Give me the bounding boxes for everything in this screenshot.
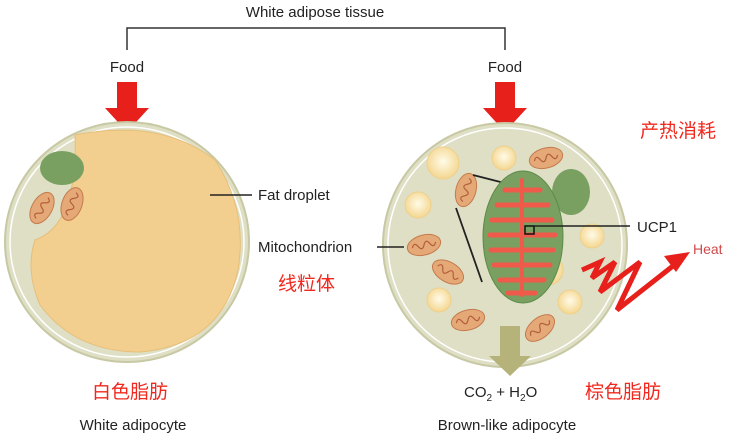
brown-adipocyte-caption: Brown-like adipocyte (438, 417, 576, 434)
fat-droplet (30, 129, 241, 353)
mitochondria-annotation: 线粒体 (278, 273, 335, 295)
brown-adipocyte-cell (382, 122, 628, 368)
title: White adipose tissue (246, 4, 384, 21)
heat-arrow (580, 252, 690, 312)
brown-fat-annotation: 棕色脂肪 (585, 381, 661, 403)
mitochondrion-label: Mitochondrion (258, 239, 352, 256)
white-adipocyte-cell (4, 121, 250, 363)
white-fat-annotation: 白色脂肪 (92, 381, 168, 403)
food-label-right: Food (488, 59, 522, 76)
ucp1-label: UCP1 (637, 219, 677, 236)
nucleus (40, 151, 84, 185)
output-arrow (489, 326, 531, 376)
food-label-left: Food (110, 59, 144, 76)
thermogenesis-annotation: 产热消耗 (640, 120, 716, 142)
nucleus (552, 169, 590, 215)
fat-droplet-label: Fat droplet (258, 187, 331, 204)
food-arrow-left (105, 82, 149, 132)
white-adipose-tissue-bracket: White adipose tissue (126, 4, 506, 50)
enlarged-mitochondrion (482, 170, 564, 304)
heat-label: Heat (693, 241, 723, 257)
food-arrow-right (483, 82, 527, 132)
co2-h2o-label: CO2 + H2O (464, 384, 537, 404)
white-adipocyte-caption: White adipocyte (80, 417, 187, 434)
